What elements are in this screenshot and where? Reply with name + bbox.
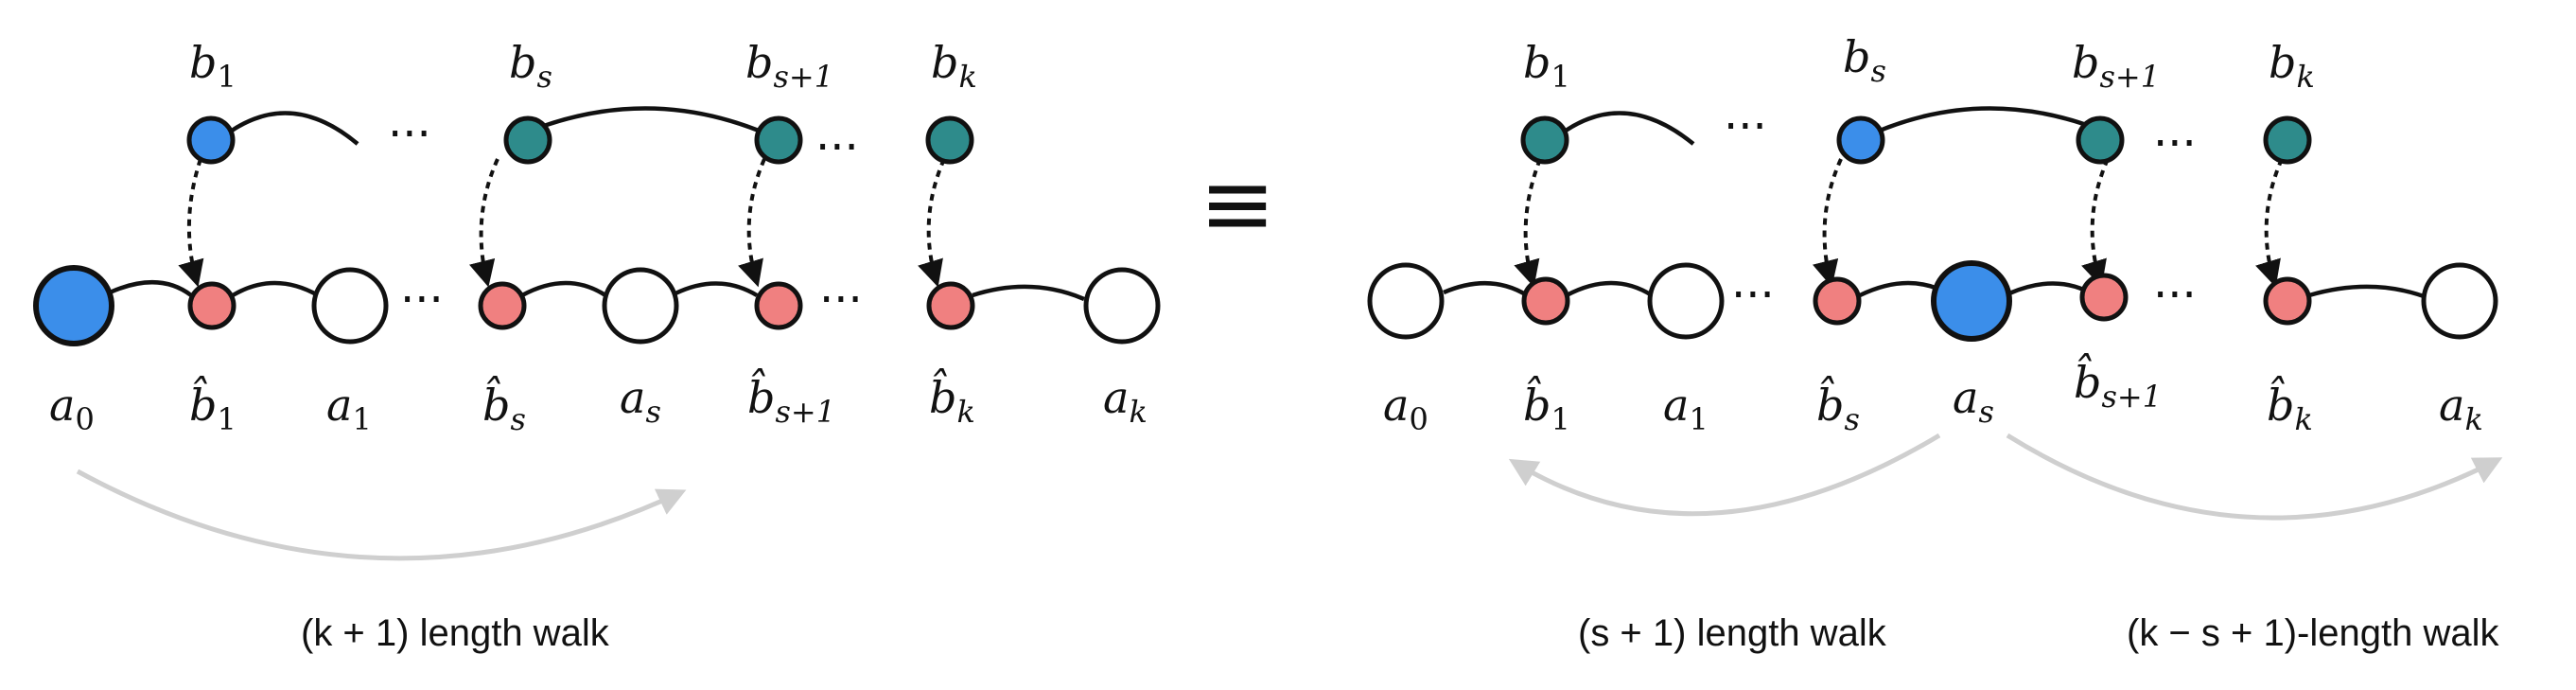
edge <box>1443 281 1529 297</box>
label-bs1: bs+1 <box>745 37 833 95</box>
walk-arrow-left <box>1508 433 1941 517</box>
equivalence-symbol: ≡ <box>1200 150 1275 257</box>
node-bk <box>2263 115 2312 165</box>
dashed-arrow <box>918 158 946 288</box>
node-bhats1 <box>2079 273 2129 322</box>
label-bhat1: b̂1 <box>189 375 237 437</box>
caption-left: (k + 1) length walk <box>301 612 610 654</box>
ellipsis: ··· <box>1731 269 1775 322</box>
dashed-arrow <box>468 158 499 288</box>
ellipsis: ··· <box>1724 100 1767 153</box>
node-bs1 <box>2076 115 2125 165</box>
node-a0 <box>33 265 114 346</box>
node-bk <box>925 115 974 165</box>
ellipsis: ··· <box>819 274 863 327</box>
node-bhatk <box>2263 276 2312 326</box>
label-b1: b1 <box>189 37 237 95</box>
label-b1: b1 <box>1523 37 1570 95</box>
node-bhat1 <box>187 281 237 330</box>
label-bs: bs <box>1843 31 1886 89</box>
label-bk: bk <box>931 37 977 95</box>
edge <box>520 280 607 297</box>
node-a1 <box>1647 262 1725 340</box>
node-bhats <box>478 281 527 330</box>
edge <box>1874 106 2103 135</box>
caption-right-1: (s + 1) length walk <box>1578 612 1887 654</box>
edge <box>675 281 759 297</box>
right-panel: ··· ··· ··· ··· b1 bs bs+1 bk a0 b̂1 a1 … <box>1367 31 2503 654</box>
node-bs1 <box>754 115 803 165</box>
edge <box>972 284 1085 302</box>
label-bs1: bs+1 <box>2072 37 2160 95</box>
edge <box>109 280 193 297</box>
node-b1 <box>1520 115 1569 165</box>
node-ak <box>2421 262 2498 340</box>
dashed-arrow <box>2081 158 2110 288</box>
label-a0: a0 <box>49 380 95 437</box>
ellipsis: ··· <box>815 121 859 174</box>
ellipsis: ··· <box>400 274 444 327</box>
label-bhats: b̂s <box>482 375 526 437</box>
node-a0 <box>1367 262 1445 340</box>
node-as <box>1931 260 2012 342</box>
label-bs: bs <box>509 37 552 95</box>
label-bhats1: b̂s+1 <box>747 367 835 430</box>
edge <box>230 111 359 146</box>
label-bhat1: b̂1 <box>1523 375 1570 437</box>
node-bs <box>503 115 552 165</box>
label-a0: a0 <box>1383 380 1428 437</box>
label-a1: a1 <box>326 380 372 437</box>
edge <box>2308 284 2432 302</box>
dashed-arrow <box>2255 158 2284 288</box>
node-bs <box>1836 115 1885 165</box>
walk-arrow-right <box>2006 433 2503 521</box>
dashed-arrow <box>178 158 204 288</box>
node-bhat1 <box>1521 276 1570 326</box>
node-ak <box>1083 267 1161 345</box>
label-bk: bk <box>2269 37 2315 95</box>
node-as <box>602 267 679 345</box>
node-b1 <box>186 115 236 165</box>
label-a1: a1 <box>1663 380 1709 437</box>
caption-right-2: (k − s + 1)-length walk <box>2127 612 2499 654</box>
edge <box>1565 280 1654 297</box>
label-bhatk: b̂k <box>2267 375 2313 437</box>
ellipsis: ··· <box>2153 269 2197 322</box>
dashed-arrow <box>1812 158 1843 288</box>
ellipsis: ··· <box>2153 117 2197 170</box>
edge <box>1564 111 1695 146</box>
walk-arrow <box>76 469 687 561</box>
label-ak: ak <box>1103 372 1148 430</box>
node-a1 <box>311 267 389 345</box>
node-bhats <box>1813 276 1862 326</box>
node-bhats1 <box>754 281 803 330</box>
label-bhatk: b̂k <box>929 367 975 430</box>
label-bhats: b̂s <box>1816 375 1860 437</box>
ellipsis: ··· <box>388 108 431 161</box>
node-bhatk <box>926 281 975 330</box>
left-panel: ··· ··· ··· ··· b1 bs bs+1 bk a0 b̂1 a1 … <box>33 37 1161 654</box>
edge <box>525 106 760 135</box>
label-as: as <box>620 372 661 430</box>
label-as: as <box>1953 372 1994 430</box>
edge <box>231 280 320 297</box>
dashed-arrow <box>1514 158 1542 288</box>
label-ak: ak <box>2439 380 2483 437</box>
label-bhats1: b̂s+1 <box>2074 352 2162 415</box>
dashed-arrow <box>738 158 766 288</box>
